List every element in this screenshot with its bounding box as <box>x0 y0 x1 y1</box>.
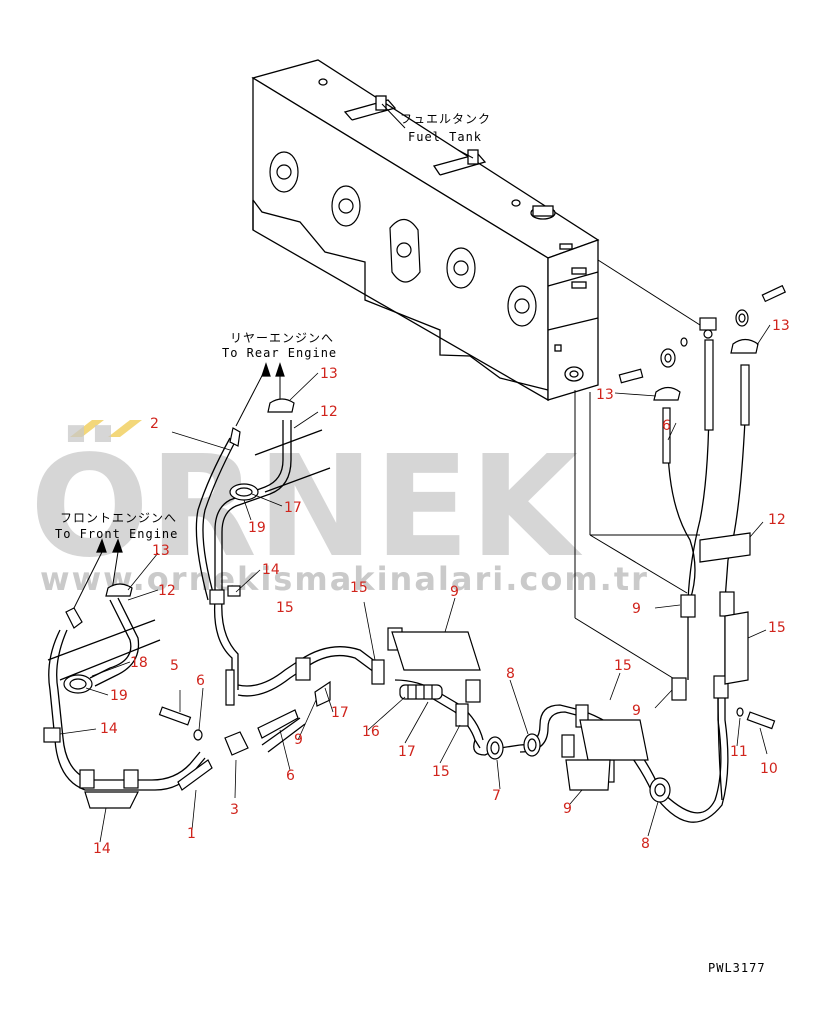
callout-15-far-right: 15 <box>768 620 786 636</box>
callout-2: 2 <box>150 416 159 432</box>
callout-19-rear: 19 <box>248 520 266 536</box>
leader-lines <box>381 103 701 681</box>
callout-12-right: 12 <box>768 512 786 528</box>
callout-15-top: 15 <box>350 580 368 596</box>
callout-13-rear: 13 <box>320 366 338 382</box>
callout-9-right-lower: 9 <box>632 703 641 719</box>
callout-16: 16 <box>362 724 380 740</box>
fuel-tank-label-jp: フュエルタンク <box>400 112 491 126</box>
callout-3: 3 <box>230 802 239 818</box>
callout-14-bottom: 14 <box>93 841 111 857</box>
callout-7: 7 <box>492 788 501 804</box>
callout-19-front: 19 <box>110 688 128 704</box>
watermark: ÖRNEK www.ornekismakinalari.com.tr <box>30 420 649 598</box>
callout-4: 5 <box>170 658 179 674</box>
callout-9-right-upper: 9 <box>632 601 641 617</box>
watermark-url: www.ornekismakinalari.com.tr <box>40 560 649 598</box>
rear-engine-label-en: To Rear Engine <box>222 346 337 360</box>
callout-5: 6 <box>196 673 205 689</box>
fuel-tank-label-en: Fuel Tank <box>408 130 482 144</box>
callout-18-rear: 17 <box>284 500 302 516</box>
front-engine-label-jp: フロントエンジンへ <box>60 511 177 525</box>
callout-15-mid: 15 <box>432 764 450 780</box>
front-engine-label-en: To Front Engine <box>55 527 178 541</box>
rear-engine-label-jp: リヤーエンジンへ <box>230 331 334 345</box>
callout-10: 10 <box>760 761 778 777</box>
callout-12-front: 12 <box>158 583 176 599</box>
callout-8-mid: 8 <box>506 666 515 682</box>
watermark-umlaut-right <box>108 420 142 437</box>
callout-1: 1 <box>187 826 196 842</box>
callout-9-bottom: 9 <box>563 801 572 817</box>
callout-13-tank-left: 13 <box>596 387 614 403</box>
callout-17-left: 17 <box>331 705 349 721</box>
callout-17-mid: 17 <box>398 744 416 760</box>
callout-12-rear: 12 <box>320 404 338 420</box>
callout-6-left: 6 <box>286 768 295 784</box>
parts <box>43 284 787 809</box>
callout-leaders <box>59 324 771 843</box>
callout-14-upper: 14 <box>262 562 280 578</box>
callout-8-bottom: 8 <box>641 836 650 852</box>
callout-18-front: 18 <box>130 655 148 671</box>
callout-15-left: 15 <box>276 600 294 616</box>
text-labels: フュエルタンク Fuel Tank リヤーエンジンへ To Rear Engin… <box>55 112 766 975</box>
drawing-code: PWL3177 <box>708 961 766 975</box>
callout-15-right: 15 <box>614 658 632 674</box>
callout-14-mid: 14 <box>100 721 118 737</box>
callout-6-tank: 6 <box>662 418 671 434</box>
callout-13-front: 13 <box>152 543 170 559</box>
callout-numbers: 2 13 12 17 19 13 12 14 15 18 19 14 14 5 … <box>93 318 790 857</box>
watermark-umlaut-left <box>70 420 104 437</box>
callout-9-left: 9 <box>294 732 303 748</box>
callout-11: 11 <box>730 744 748 760</box>
callout-13-tank-right: 13 <box>772 318 790 334</box>
callout-9-top: 9 <box>450 584 459 600</box>
tank-ovals <box>269 151 537 327</box>
watermark-brand: ÖRNEK <box>30 424 583 589</box>
